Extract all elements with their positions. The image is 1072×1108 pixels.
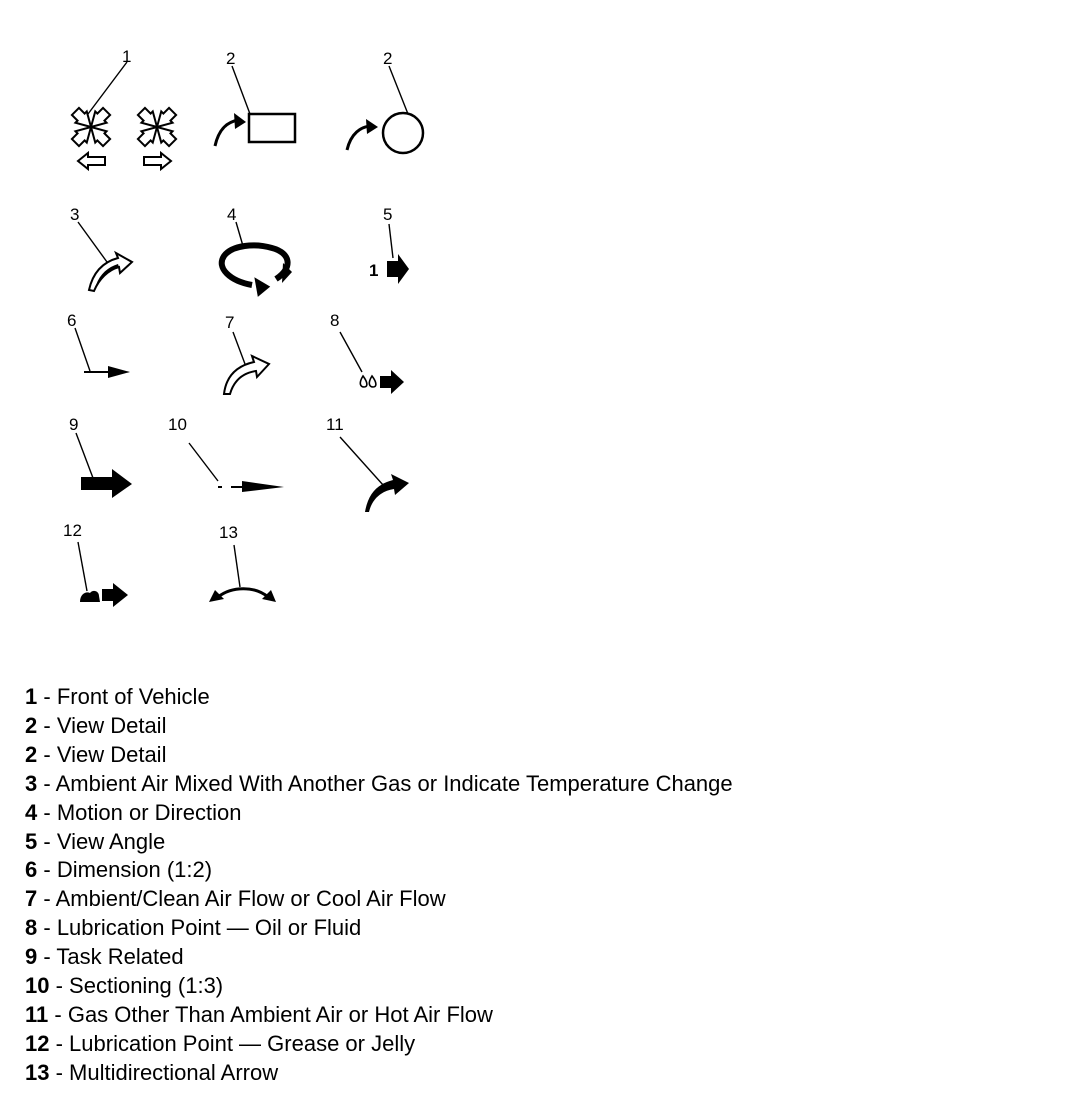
hot-air-flow-symbol: 11 [326,415,409,512]
callout-9: 9 [69,415,78,434]
legend-item: 2 - View Detail [25,741,167,767]
callout-1: 1 [122,47,131,66]
callout-2a: 2 [226,49,235,68]
legend-item: 2 - View Detail [25,712,167,738]
symbol-legend: 1 - Front of Vehicle 2 - View Detail 2 -… [25,683,733,1088]
legend-item: 9 - Task Related [25,944,184,970]
callout-13: 13 [219,523,238,542]
callout-7: 7 [225,313,234,332]
legend-item: 4 - Motion or Direction [25,799,242,825]
callout-4: 4 [227,205,236,224]
callout-12: 12 [63,521,82,540]
front-of-vehicle-symbol: 1 [68,47,180,172]
task-related-symbol: 9 [69,415,132,498]
legend-item: 12 - Lubrication Point — Grease or Jelly [25,1030,416,1056]
view-detail-rectangle-symbol: 2 [213,49,297,147]
legend-item: 7 - Ambient/Clean Air Flow or Cool Air F… [25,886,446,912]
legend-item: 10 - Sectioning (1:3) [25,973,224,999]
ambient-air-mixed-symbol: 3 [70,205,134,293]
callout-5: 5 [383,205,392,224]
view-angle-inline-number: 1 [369,261,378,280]
view-angle-symbol: 1 5 [369,205,409,284]
motion-direction-symbol: 4 [218,205,292,297]
callout-8: 8 [330,311,339,330]
legend-item: 1 - Front of Vehicle [25,684,210,709]
view-detail-circle-symbol: 2 [345,49,425,155]
legend-item: 13 - Multidirectional Arrow [25,1059,279,1085]
legend-item: 3 - Ambient Air Mixed With Another Gas o… [25,770,733,796]
sectioning-symbol: 10 [168,415,284,492]
callout-10: 10 [168,415,187,434]
callout-3: 3 [70,205,79,224]
symbol-diagram: 1 2 2 3 4 1 5 [63,47,425,607]
lubrication-oil-symbol: 8 [330,311,404,394]
dimension-symbol: 6 [67,311,130,378]
legend-item: 6 - Dimension (1:2) [25,857,213,883]
callout-6: 6 [67,311,76,330]
callout-2b: 2 [383,49,392,68]
legend-item: 11 - Gas Other Than Ambient Air or Hot A… [25,1001,493,1027]
ambient-air-flow-symbol: 7 [222,313,271,395]
callout-11: 11 [326,415,344,434]
legend-item: 5 - View Angle [25,828,166,854]
multidirectional-arrow-symbol: 13 [209,523,276,602]
legend-item: 8 - Lubrication Point — Oil or Fluid [25,915,362,941]
lubrication-grease-symbol: 12 [63,521,128,607]
